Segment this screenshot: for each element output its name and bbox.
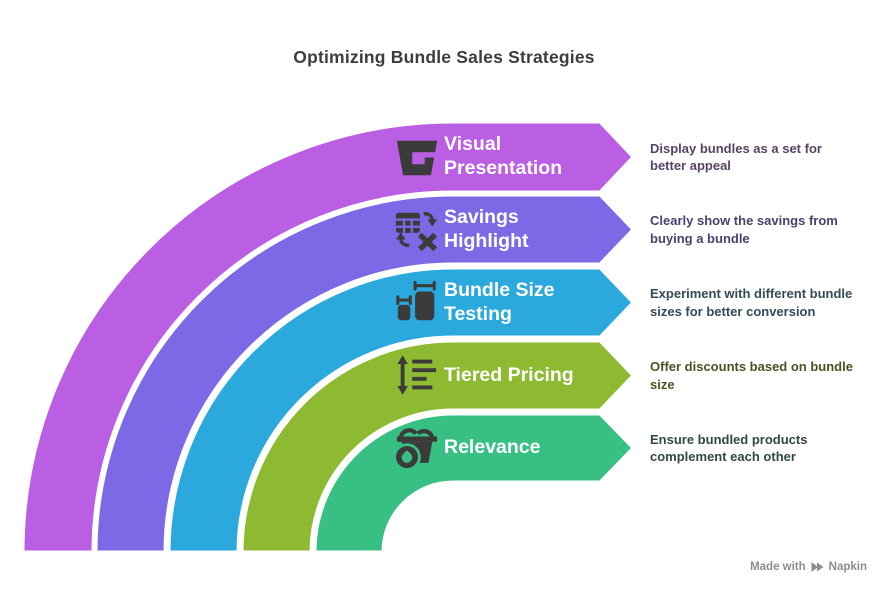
napkin-logo-icon [811, 562, 824, 572]
page-title: Optimizing Bundle Sales Strategies [293, 47, 595, 67]
band-label-savings-highlight: Savings Highlight [444, 205, 529, 252]
watermark-prefix: Made with [750, 561, 806, 573]
watermark: Made with Napkin [750, 561, 867, 573]
band-desc-visual-presentation: Display bundles as a set for better appe… [650, 140, 822, 173]
band-desc-relevance: Ensure bundled products complement each … [650, 431, 808, 464]
band-label-visual-presentation: Visual Presentation [444, 133, 563, 179]
band-label-tiered-pricing: Tiered Pricing [444, 363, 574, 386]
band-arrow-visual-presentation [21, 120, 635, 554]
basket-badge-icon [394, 425, 440, 471]
band-desc-tiered-pricing: Offer discounts based on bundle size [650, 359, 853, 392]
package-sizes-icon [394, 279, 440, 325]
band-label-bundle-size-testing: Bundle Size Testing [444, 278, 555, 325]
band-arrow-relevance [313, 412, 635, 554]
band-desc-bundle-size-testing: Experiment with different bundle sizes f… [650, 286, 853, 319]
band-arrow-savings-highlight [94, 193, 635, 554]
band-arrow-bundle-size-testing [167, 266, 635, 554]
band-label-relevance: Relevance [444, 436, 541, 459]
band-arrow-tiered-pricing [240, 339, 635, 554]
table-discount-icon [394, 206, 440, 252]
band-desc-savings-highlight: Clearly show the savings from buying a b… [650, 213, 838, 246]
watermark-brand: Napkin [828, 561, 867, 573]
bucket-icon [394, 134, 440, 180]
tier-levels-icon [394, 352, 440, 398]
